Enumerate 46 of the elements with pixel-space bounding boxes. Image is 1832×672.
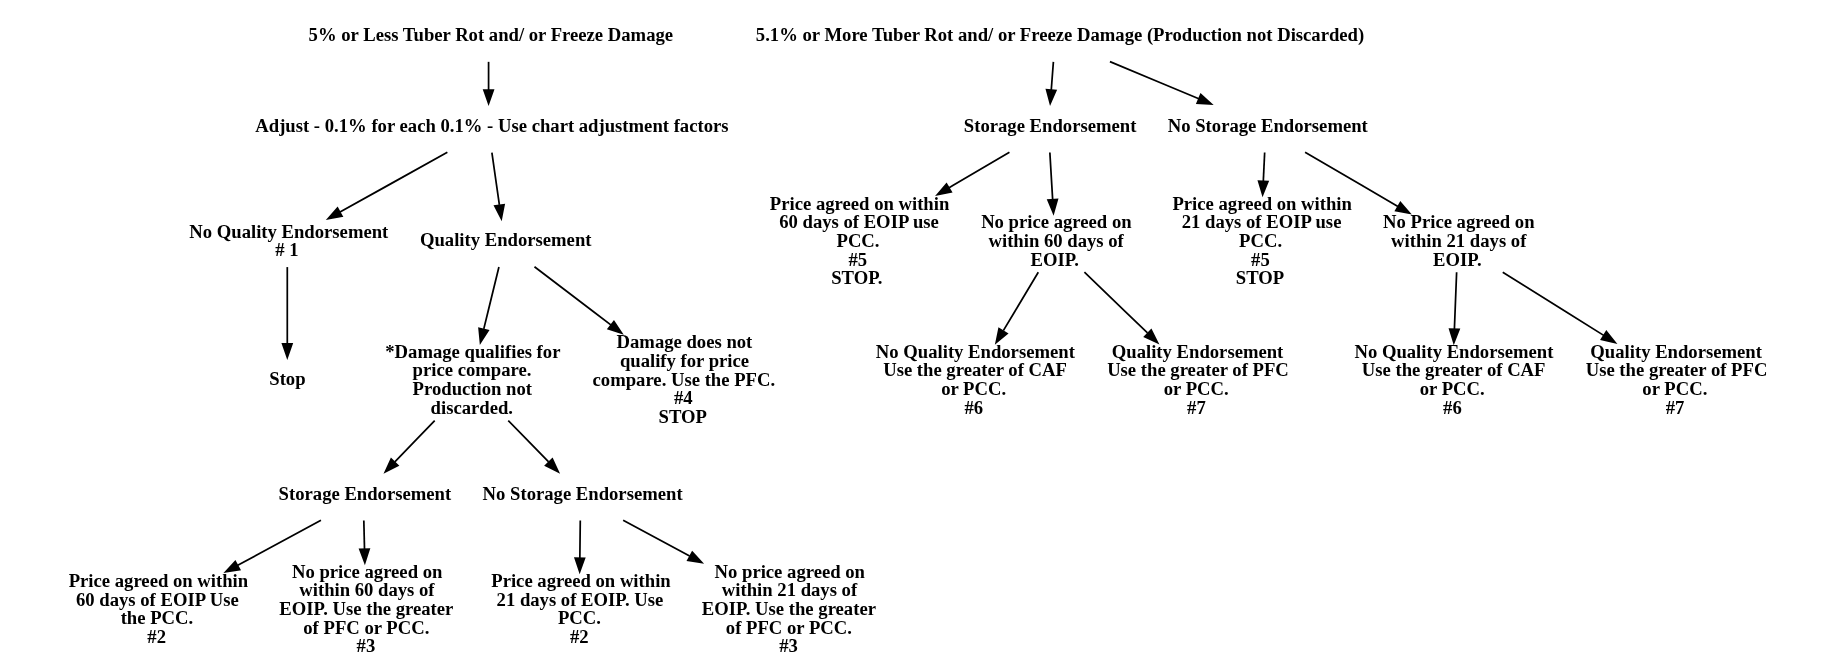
arrow bbox=[1046, 151, 1058, 216]
node-text: Quality Endorsement Use the greater of PFC or PCC. #7 bbox=[1585, 340, 1767, 418]
node-text: *Damage qualifies for price compare. Production not discarded. bbox=[384, 340, 560, 418]
arrow bbox=[383, 419, 436, 474]
node-text: No Quality Endorsement Use the greater of CAF or PCC. #6 bbox=[875, 340, 1075, 418]
node-text: Adjust - 0.1% for each 0.1% - Use chart adjustment factors bbox=[254, 114, 729, 136]
arrow bbox=[1448, 271, 1460, 346]
arrow bbox=[506, 419, 560, 474]
node-text: No price agreed on within 60 days of EOIP. bbox=[980, 211, 1132, 270]
node-text: No Storage Endorsement bbox=[482, 482, 683, 504]
node-text: No Price agreed on within 21 days of EOIP. bbox=[1382, 211, 1535, 270]
arrow bbox=[1256, 151, 1269, 198]
arrow bbox=[325, 151, 448, 220]
arrow bbox=[1303, 151, 1412, 215]
arrow bbox=[533, 265, 624, 335]
arrow bbox=[477, 266, 500, 345]
node-text: Price agreed on within 21 days of EOIP. Use PCC. #2 bbox=[490, 569, 671, 647]
node-text: Stop bbox=[268, 367, 306, 389]
node-text: No price agreed on within 21 days of EOIP. Use the greater of PFC or PCC. #3 bbox=[701, 560, 876, 657]
node-text: 5.1% or More Tuber Rot and/ or Freeze Damage (Production not Discarded) bbox=[755, 23, 1364, 45]
node-text: Quality Endorsement bbox=[419, 229, 591, 251]
arrow bbox=[994, 271, 1039, 345]
arrow bbox=[1501, 271, 1617, 344]
arrow bbox=[482, 60, 494, 107]
arrow bbox=[280, 266, 293, 360]
node-text: Damage does not qualify for price compare. Use the PFC. #4 STOP bbox=[592, 331, 775, 427]
node-text: 5% or Less Tuber Rot and/ or Freeze Damage bbox=[308, 23, 673, 45]
node-text: Quality Endorsement Use the greater of PFC or PCC. #7 bbox=[1106, 340, 1289, 418]
node-text: No price agreed on within 60 days of EOIP. Use the greater of PFC or PCC. #3 bbox=[278, 560, 453, 657]
node-text: Storage Endorsement bbox=[278, 482, 451, 504]
arrow bbox=[1044, 60, 1057, 107]
node-text: Storage Endorsement bbox=[963, 114, 1136, 136]
node-text: No Quality Endorsement # 1 bbox=[188, 220, 388, 261]
node-text: No Quality Endorsement Use the greater of CAF or PCC. #6 bbox=[1353, 340, 1553, 418]
arrow bbox=[490, 151, 505, 222]
arrow bbox=[573, 519, 586, 575]
arrow bbox=[1108, 60, 1214, 105]
node-text: Price agreed on within 60 days of EOIP use PCC. #5 STOP. bbox=[769, 192, 949, 289]
node-text: Price agreed on within 60 days of EOIP Use the PCC. #2 bbox=[68, 569, 248, 647]
node-text: Price agreed on within 21 days of EOIP use PCC. #5 STOP bbox=[1171, 192, 1352, 289]
arrow bbox=[358, 519, 370, 566]
arrow bbox=[621, 519, 704, 564]
arrow bbox=[222, 519, 322, 574]
node-text: No Storage Endorsement bbox=[1167, 114, 1368, 136]
arrow bbox=[934, 151, 1010, 196]
arrow bbox=[1083, 271, 1159, 345]
